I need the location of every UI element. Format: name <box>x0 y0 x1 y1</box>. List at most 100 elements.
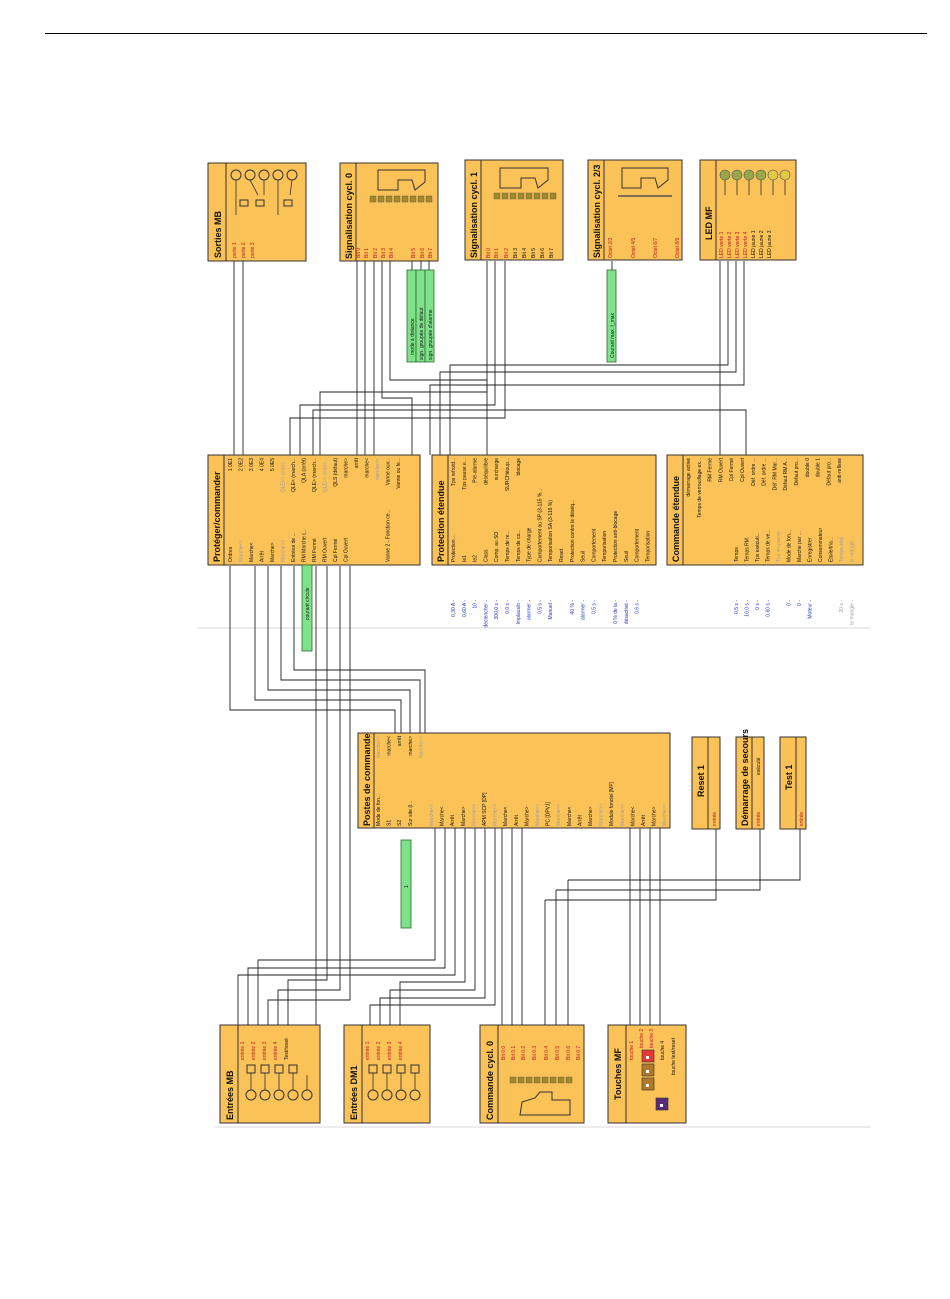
port-label: Octet 4/5 <box>631 237 637 258</box>
port-label: Vanne 2 - Fonction ce... <box>386 509 392 562</box>
relay-icon <box>230 169 298 215</box>
port-label: Tps exécuti... <box>755 532 761 562</box>
port-label: S2 <box>397 820 403 826</box>
port-label: Bit 1 <box>364 248 370 258</box>
port-label: 40 % - <box>570 600 576 615</box>
port-label: 0,5 s - <box>537 600 543 614</box>
port-label: anti-reflexe <box>837 458 843 483</box>
port-label: Marche< <box>249 542 255 562</box>
port-label: 0,60 A - <box>462 600 468 617</box>
port-label: Marche>> <box>281 539 287 562</box>
port-label: Ordres <box>228 546 234 562</box>
port-label: LED verte 1 <box>719 231 725 258</box>
port-label: Marche>> <box>662 803 668 826</box>
protection-parameter-values: 0,30 A -0,60 A -10 -déclencher -300,0 s … <box>451 600 641 628</box>
port-label: Bit 0.5 <box>555 1046 561 1060</box>
port-label: Bit 6 <box>540 248 546 258</box>
port-label: démarrage activé <box>686 458 692 497</box>
port-label: RM Marche (... <box>302 529 308 562</box>
port-label: Marche< <box>503 806 509 826</box>
block-demarrage-de-secours[interactable]: Démarrage de secours entrée exécuté <box>735 729 765 830</box>
port-label: touche 4 <box>660 1041 666 1060</box>
block-sorties-mb[interactable]: Sorties MB porte 1 porte 2 porte 3 <box>207 162 307 262</box>
port-label: Marche<< <box>556 803 562 826</box>
port-label: Octet 2/3 <box>608 237 614 258</box>
port-label: Comp. au SO <box>494 532 500 562</box>
port-label: 20 s - <box>839 600 845 613</box>
port-label: Comportement <box>635 528 641 562</box>
port-label: RM Ouvert <box>718 457 724 482</box>
block-signalisation-cycl-0[interactable]: Signalisation cycl. 0 Bit 0 Bit 1 Bit 2 … <box>339 162 439 262</box>
port-label: touche test/reset <box>671 1037 677 1075</box>
port-label: 5 0E5 <box>270 458 276 471</box>
port-label: Défaut RM A... <box>783 458 789 491</box>
block-test-1[interactable]: Test 1 entrée <box>779 736 807 830</box>
port-label: Déf. ordre ... <box>762 458 768 486</box>
port-label: Seuil <box>624 551 630 562</box>
signal-group-labels: mode à distance sign. groupée de défaut … <box>406 269 435 363</box>
port-label: Vanne ou fe... <box>396 458 402 489</box>
port-label: Enregistrer <box>808 537 814 562</box>
port-label: Reset <box>559 548 565 562</box>
port-label: Bit 0 <box>486 248 492 258</box>
port-label: RM Fermé <box>708 458 714 482</box>
courant-circule-label: courant circule <box>301 564 313 652</box>
svg-text:1: 1 <box>404 885 410 888</box>
port-label: Marche<< <box>429 803 435 826</box>
port-label: QLE< (march... <box>291 458 297 492</box>
block-title: Reset 1 <box>696 765 706 797</box>
block-entrees-mb[interactable]: Entrées MB entrée 1 entrée 2 entrée 3 en… <box>219 1024 321 1124</box>
port-label: 0 % de la - <box>613 600 619 624</box>
port-label: Défaut pro... <box>794 458 800 486</box>
port-label: Octet 6/7 <box>653 237 659 258</box>
port-label: Marche>> <box>535 803 541 826</box>
port-label: Class <box>483 549 489 562</box>
port-label: Entrées de ... <box>291 532 297 562</box>
block-touches-mf[interactable]: Touches MF touche 1 touche 2 touche 3 to… <box>607 1024 687 1124</box>
port-label: Arrêt <box>577 815 583 826</box>
block-led-mf[interactable]: LED MF LED verte 1 LED verte 2 LED verte… <box>699 159 797 261</box>
block-title: Signalisation cycl. 1 <box>469 172 479 258</box>
block-entrees-dm1[interactable]: Entrées DM1 entrée 1 entrée 2 entrée 3 e… <box>343 1024 431 1124</box>
port-label: surcharge <box>494 458 500 480</box>
port-label: Tps refroid... <box>451 458 457 486</box>
port-label: RM Ouvert <box>323 537 329 562</box>
port-label: Bit 3 <box>381 248 387 258</box>
block-commande-cycl-0[interactable]: Commande cycl. 0 Bit 0.0 Bit 0.1 Bit 0.2… <box>479 1024 585 1124</box>
port-label: marche< <box>365 458 371 478</box>
port-label: Temps de ve... <box>766 529 772 562</box>
block-title: Sorties MB <box>213 210 223 258</box>
port-label: Protection contre le déséq... <box>570 500 576 562</box>
port-label: Temps RM <box>745 538 751 562</box>
port-label: Tps vis.pause <box>776 531 782 562</box>
port-label: Bit 3 <box>513 248 519 258</box>
input-terminal-icon <box>245 1064 313 1101</box>
port-label: entrée 3 <box>262 1041 268 1060</box>
port-label: Ie2 <box>473 555 479 562</box>
machine-icon <box>493 167 557 200</box>
port-label: Marche> <box>461 806 467 826</box>
port-label: Bit 0.0 <box>501 1046 507 1060</box>
block-signalisation-cycl-1[interactable]: Signalisation cycl. 1 Bit 0 Bit 1 Bit 2 … <box>464 159 564 261</box>
port-label: Implausib - <box>516 600 522 625</box>
block-title: LED MF <box>704 206 714 240</box>
port-label: QLE> (march... <box>312 458 318 492</box>
led-icon <box>719 169 791 195</box>
block-title: Touches MF <box>613 1048 623 1100</box>
block-reset-1[interactable]: Reset 1 entrée <box>691 736 721 830</box>
port-label: 0 - <box>787 600 793 606</box>
green-label: sign. groupée d'alarme <box>428 309 434 360</box>
port-label: Arrêt <box>641 815 647 826</box>
machine-icon <box>509 1076 573 1116</box>
port-label: QLE<< (marc... <box>281 458 287 492</box>
port-label: entrée 4 <box>398 1041 404 1060</box>
block-title: Commande cycl. 0 <box>485 1041 495 1120</box>
port-label: Bit 2 <box>373 248 379 258</box>
block-title: Postes de commande <box>362 733 372 826</box>
button-keys-icon <box>641 1049 669 1111</box>
block-signalisation-cycl-2-3[interactable]: Signalisation cycl. 2/3 Octet 2/3 Octet … <box>587 159 683 261</box>
